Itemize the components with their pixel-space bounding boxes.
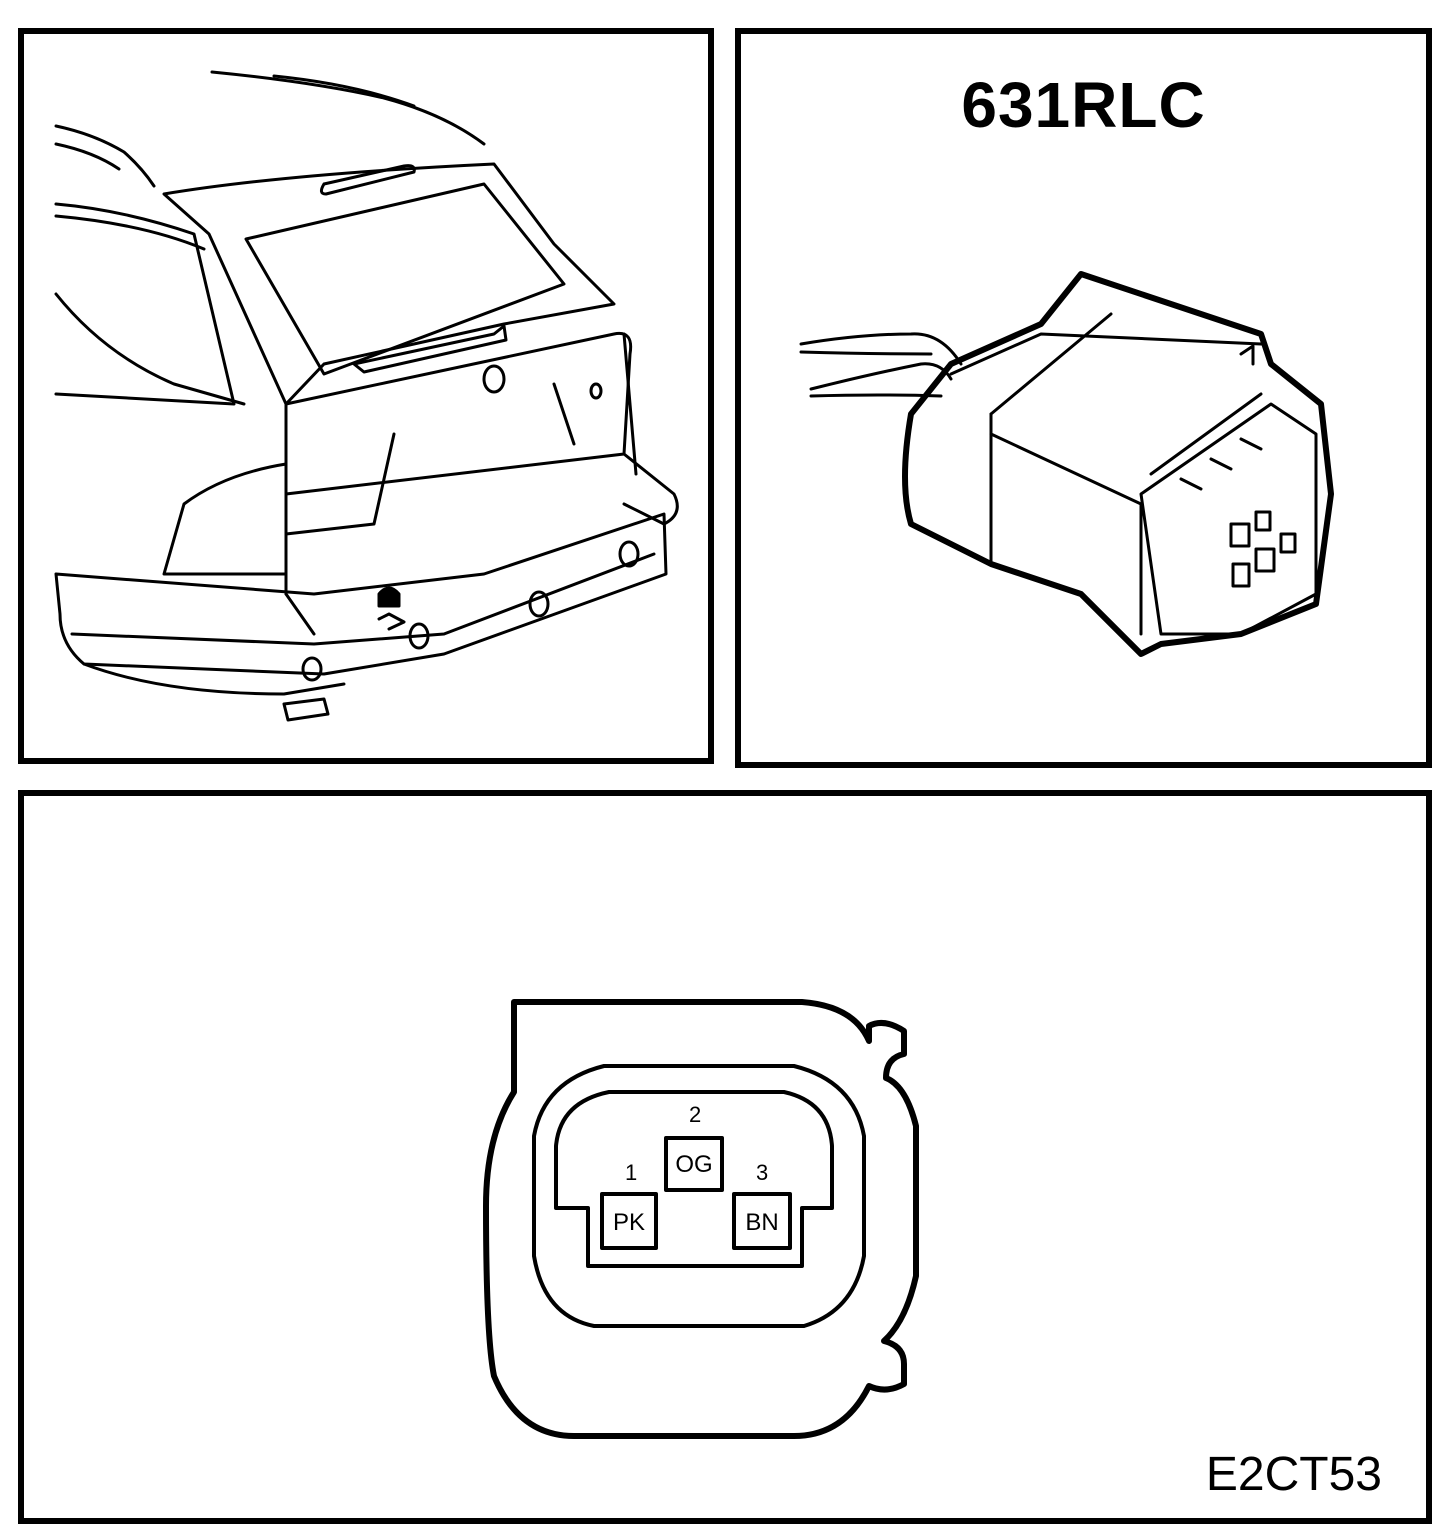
pin-1-color: PK bbox=[613, 1209, 645, 1236]
pin-2-color: OG bbox=[675, 1151, 712, 1178]
pin-1-number: 1 bbox=[625, 1160, 637, 1185]
pin-1-cavity bbox=[600, 1192, 658, 1250]
connector-face-diagram: 1 PK 2 OG 3 BN bbox=[483, 999, 919, 1439]
pinout-panel: 1 PK 2 OG 3 BN E2CT53 bbox=[18, 790, 1432, 1524]
vehicle-rear-illustration bbox=[54, 70, 679, 722]
vehicle-location-panel bbox=[18, 28, 714, 764]
connector-illustration bbox=[799, 271, 1334, 657]
pin-3-cavity bbox=[732, 1192, 792, 1250]
connector-code: 631RLC bbox=[961, 69, 1206, 141]
connector-view-panel: 631RLC bbox=[735, 28, 1432, 768]
pin-2-number: 2 bbox=[689, 1102, 701, 1127]
pin-3-number: 3 bbox=[756, 1160, 768, 1185]
pin-2-cavity bbox=[664, 1136, 724, 1192]
figure-code: E2CT53 bbox=[1205, 1448, 1382, 1501]
pin-3-color: BN bbox=[745, 1209, 778, 1236]
